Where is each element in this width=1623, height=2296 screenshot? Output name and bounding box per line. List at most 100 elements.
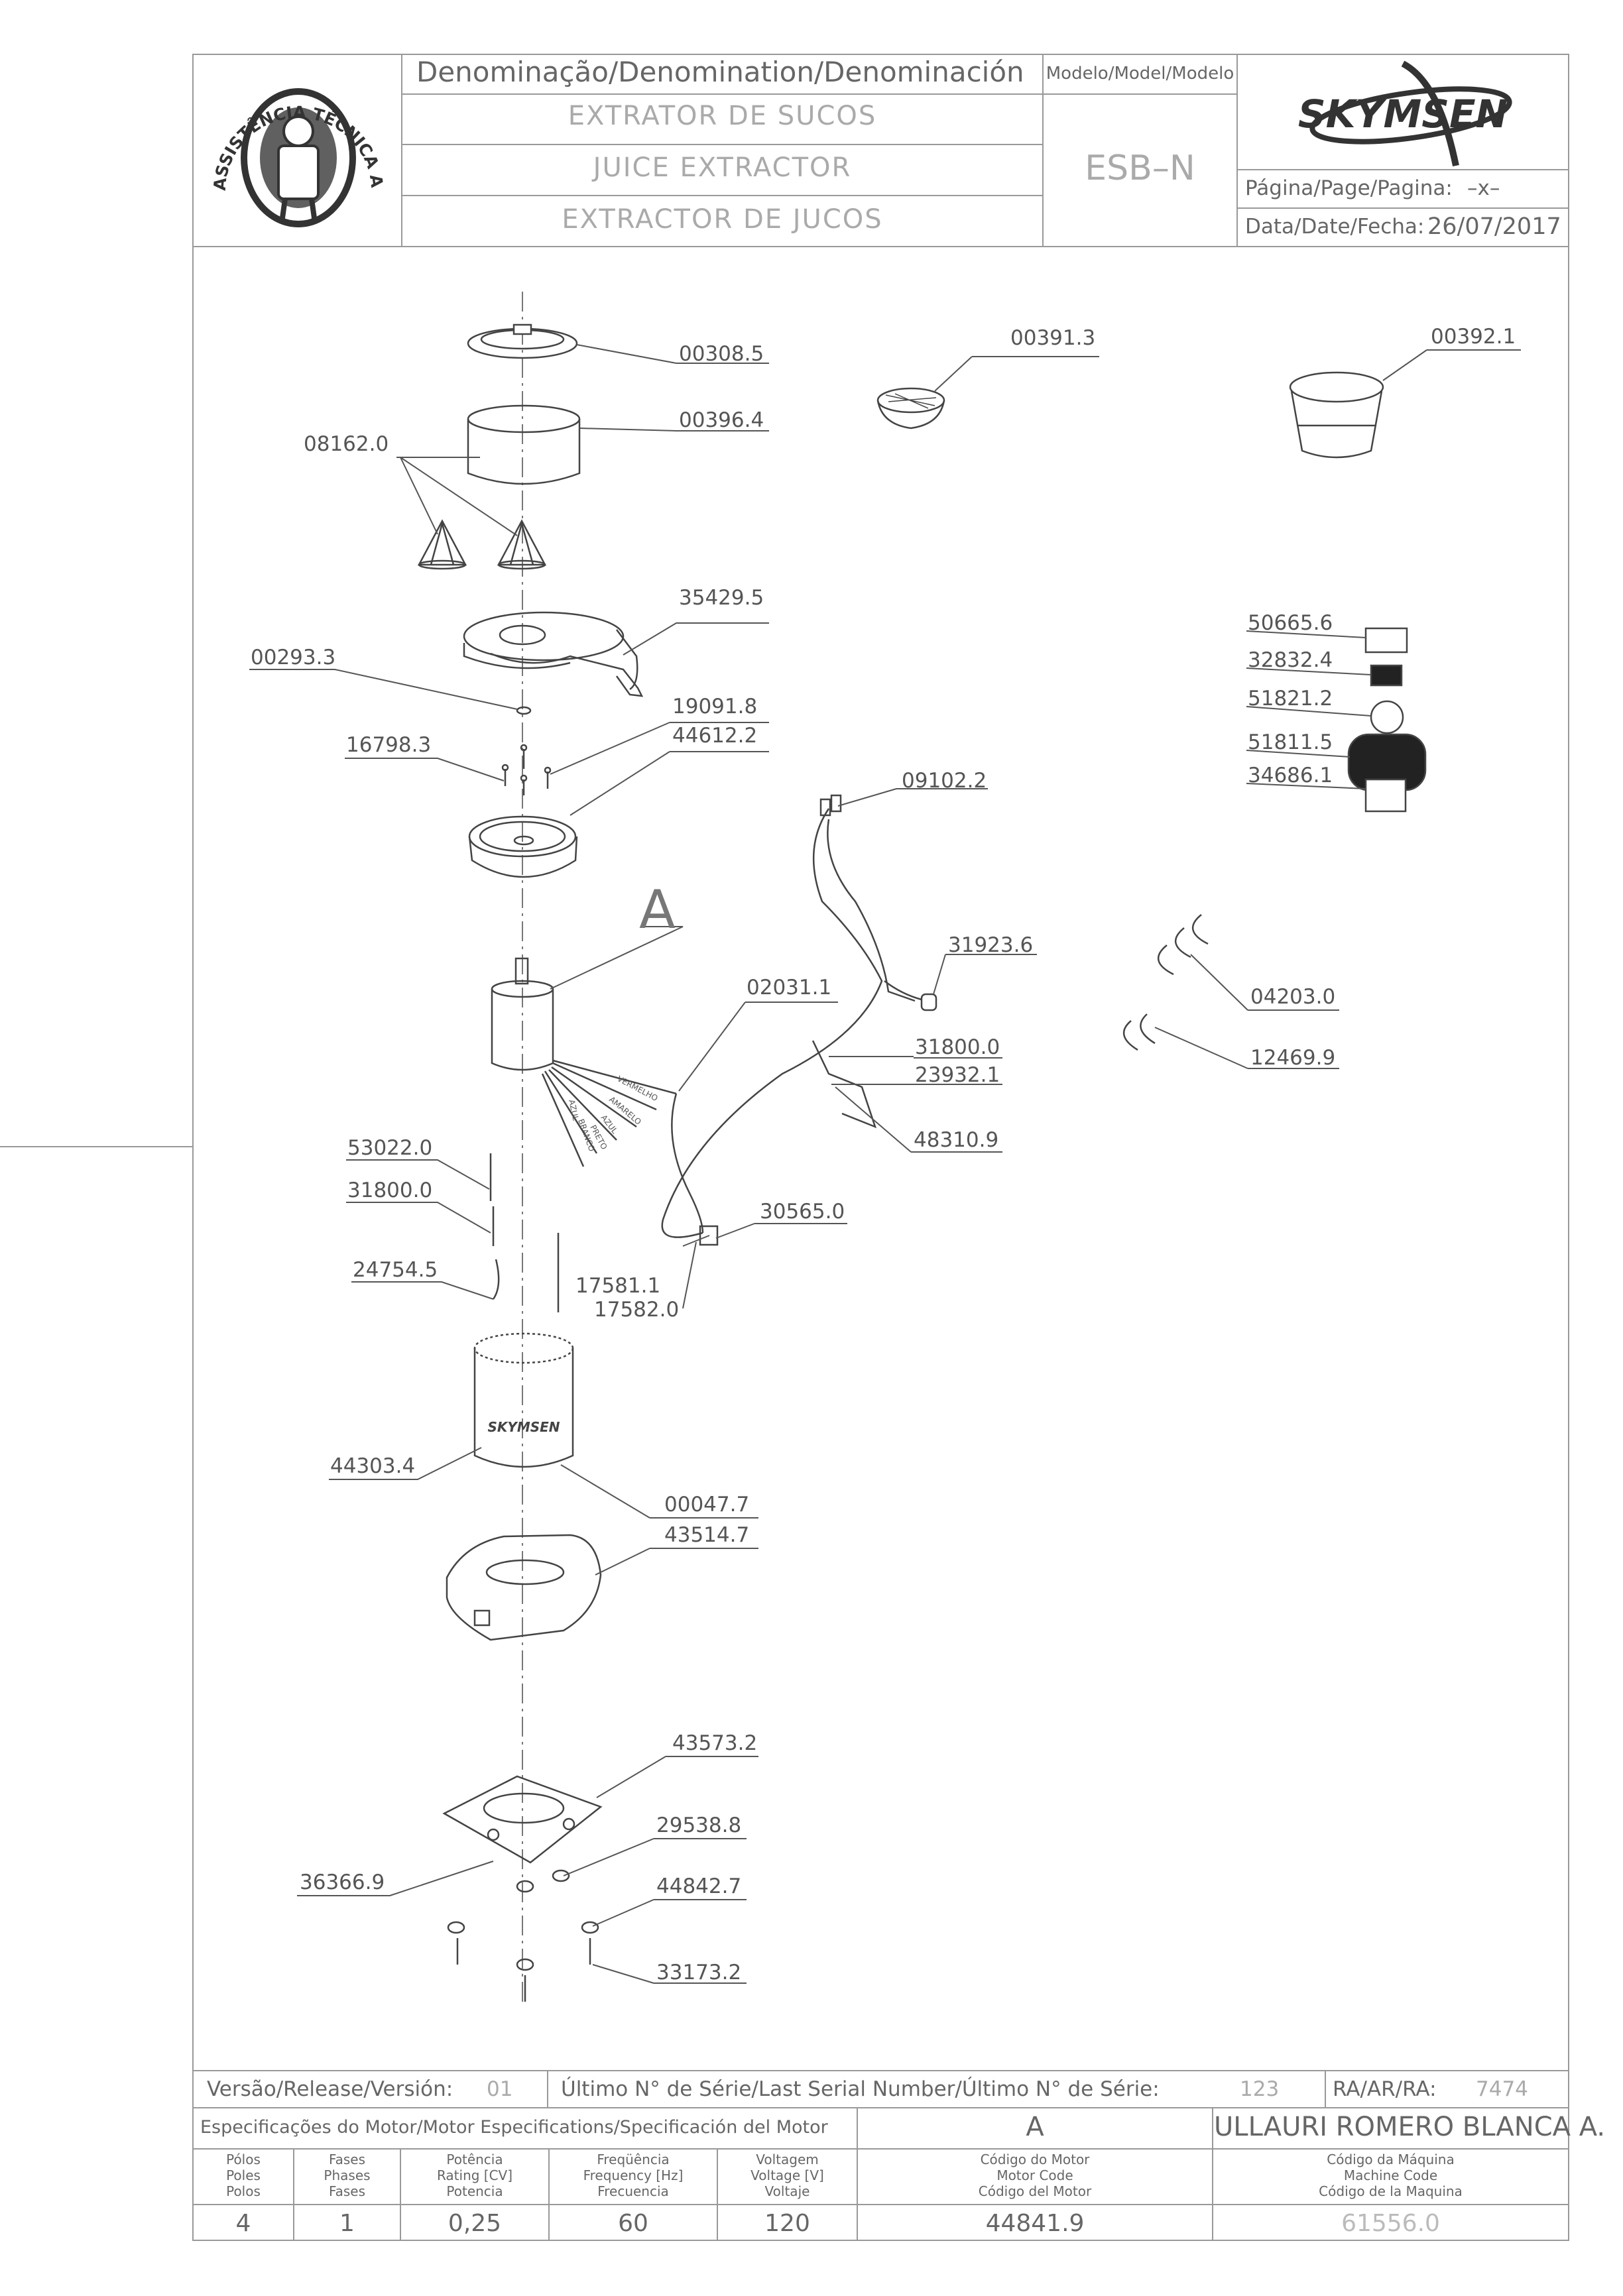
- part-label: 08162.0: [304, 432, 389, 456]
- part-label: 02031.1: [747, 976, 831, 1000]
- housing-brand-text: SKYMSEN: [487, 1419, 560, 1435]
- part-label: 44842.7: [656, 1874, 741, 1898]
- wire-label-5: AZUL: [567, 1099, 580, 1121]
- reamer-right: [497, 519, 547, 570]
- part-label: 00308.5: [679, 342, 764, 366]
- part-label: 31800.0: [915, 1035, 1000, 1059]
- serial-label: Último N° de Série/Last Serial Number/Úl…: [561, 2077, 1160, 2101]
- col-frequency-header: Freqüência Frequency [Hz] Frecuencia: [583, 2152, 684, 2199]
- part-label: 51811.5: [1248, 730, 1333, 754]
- base-bowl-part: [468, 815, 578, 878]
- part-label: 34686.1: [1248, 764, 1333, 787]
- label-sticker-50665: [1364, 627, 1408, 654]
- voltage-value: 120: [764, 2210, 810, 2237]
- lid-part: [467, 323, 578, 359]
- main-base-part: [446, 1534, 602, 1641]
- frequency-value: 60: [618, 2210, 648, 2237]
- phases-value: 1: [339, 2210, 355, 2237]
- part-label: 09102.2: [902, 769, 987, 793]
- date-label: Data/Date/Fecha:: [1245, 215, 1425, 239]
- part-label: 00047.7: [664, 1493, 749, 1517]
- wire-harness: [661, 794, 937, 1246]
- poles-value: 4: [235, 2210, 251, 2237]
- col-phases-header: Fases Phases Fases: [324, 2152, 371, 2199]
- machine-code-value: 61556.0: [1341, 2210, 1440, 2237]
- spout-tray-part: [463, 611, 644, 697]
- col-poles-header: Pólos Poles Polos: [226, 2152, 261, 2199]
- model-label: Modelo/Model/Modelo: [1046, 64, 1234, 84]
- date-value: 26/07/2017: [1427, 213, 1561, 240]
- col-voltage-header: Voltagem Voltage [V] Voltaje: [751, 2152, 824, 2199]
- brand-logo: SKYMSEN: [1237, 54, 1569, 170]
- page-value: –x–: [1467, 176, 1500, 200]
- part-label: 36366.9: [300, 1870, 385, 1894]
- col-machine-code-header: Código da Máquina Machine Code Código de…: [1319, 2152, 1463, 2199]
- feet-screws: [447, 1869, 599, 2002]
- part-label: 50665.6: [1248, 611, 1333, 635]
- part-label: 00293.3: [251, 646, 335, 669]
- motor-code-value: 44841.9: [985, 2210, 1085, 2237]
- part-label: 00396.4: [679, 408, 764, 432]
- bottom-plate-part: [442, 1775, 603, 1864]
- power-value: 0,25: [448, 2210, 502, 2237]
- wire-label-0: VERMELHO: [616, 1074, 660, 1103]
- part-label: 12469.9: [1250, 1046, 1335, 1070]
- authorized-service-logo: ASSISTÊNCIA TÉCNICA AUTORIZADA: [199, 58, 387, 227]
- ra-label: RA/AR/RA:: [1333, 2077, 1437, 2101]
- part-label: 16798.3: [346, 733, 431, 757]
- part-label: 44303.4: [330, 1454, 415, 1478]
- col-motor-code-header: Código do Motor Motor Code Código del Mo…: [978, 2152, 1092, 2199]
- revision-letter: A: [1026, 2112, 1044, 2142]
- part-label: 00391.3: [1010, 326, 1095, 350]
- sieve-part: [876, 387, 945, 430]
- measuring-cup-part: [1289, 371, 1384, 459]
- housing-cylinder-part: [473, 1332, 574, 1468]
- rods: [489, 1153, 560, 1312]
- part-label: 17582.0: [594, 1298, 679, 1322]
- cup-part: [467, 404, 581, 485]
- part-label: 23932.1: [915, 1063, 1000, 1087]
- owner-name: ULLAURI ROMERO BLANCA A.: [1214, 2112, 1606, 2142]
- part-label: 29538.8: [656, 1813, 741, 1837]
- serial-value: 123: [1240, 2077, 1280, 2101]
- product-name-es: EXTRACTOR DE JUCOS: [562, 204, 883, 235]
- ra-value: 7474: [1476, 2077, 1528, 2101]
- part-label: 51821.2: [1248, 687, 1333, 711]
- motor-spec-label: Especificações do Motor/Motor Especifica…: [200, 2117, 828, 2138]
- part-label: 44612.2: [672, 724, 757, 748]
- product-name-pt: EXTRATOR DE SUCOS: [568, 101, 877, 131]
- version-label: Versão/Release/Versión:: [207, 2077, 453, 2101]
- part-label: 00392.1: [1431, 325, 1516, 349]
- version-value: 01: [487, 2077, 513, 2101]
- part-label: 35429.5: [679, 586, 764, 610]
- part-label: 24754.5: [353, 1258, 438, 1282]
- part-label: 53022.0: [347, 1136, 432, 1160]
- detail-letter: A: [639, 879, 676, 941]
- page-label: Página/Page/Pagina:: [1245, 176, 1453, 200]
- part-label: 17581.1: [575, 1274, 660, 1298]
- model-value: ESB–N: [1085, 148, 1195, 188]
- part-label: 33173.2: [656, 1961, 741, 1984]
- label-sticker-32832: [1370, 664, 1403, 687]
- screws-small: [501, 744, 552, 795]
- motor-part: [491, 957, 677, 1167]
- label-sticker-51821: [1370, 700, 1404, 734]
- denomination-label: Denominação/Denomination/Denominación: [416, 56, 1024, 88]
- part-label: 30565.0: [760, 1200, 845, 1224]
- part-label: 32832.4: [1248, 648, 1333, 672]
- label-sticker-34686: [1364, 778, 1407, 813]
- part-label: 31800.0: [347, 1178, 432, 1202]
- brand-text: SKYMSEN: [1298, 91, 1508, 137]
- part-label: 31923.6: [948, 933, 1033, 957]
- part-label: 43514.7: [664, 1523, 749, 1547]
- col-power-header: Potência Rating [CV] Potencia: [436, 2152, 513, 2199]
- part-label: 43573.2: [672, 1731, 757, 1755]
- washer: [516, 706, 532, 715]
- clip-springs: [1122, 914, 1209, 1051]
- product-name-en: JUICE EXTRACTOR: [593, 152, 852, 183]
- part-label: 04203.0: [1250, 985, 1335, 1009]
- part-label: 48310.9: [914, 1128, 998, 1152]
- part-label: 19091.8: [672, 695, 757, 718]
